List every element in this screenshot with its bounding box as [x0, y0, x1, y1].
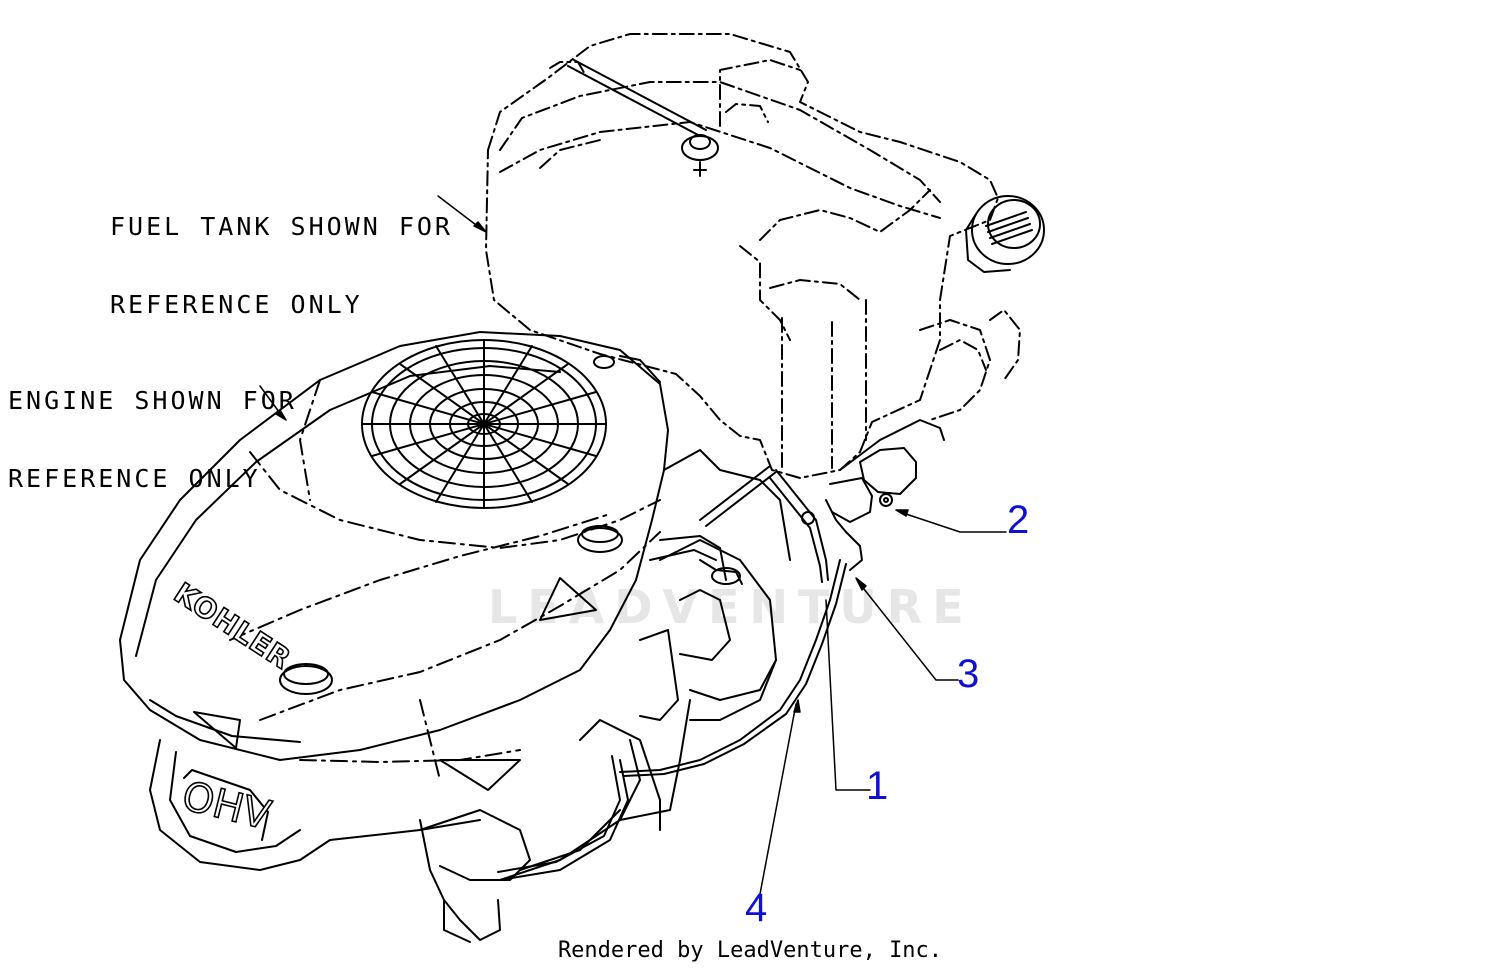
fuel-tank-note-line2: REFERENCE ONLY — [110, 290, 363, 319]
engine-caps-drawing — [193, 355, 623, 791]
fuel-tank-note: FUEL TANK SHOWN FOR REFERENCE ONLY — [110, 162, 453, 370]
engine-note: ENGINE SHOWN FOR REFERENCE ONLY — [8, 336, 297, 544]
fuel-tank-drawing — [485, 33, 1021, 479]
engine-note-line2: REFERENCE ONLY — [8, 464, 261, 493]
leader-lines — [259, 195, 1007, 895]
engine-shroud-drawing — [119, 331, 791, 761]
throttle-cable-drawing — [619, 559, 847, 777]
engine-brand-label: KOHLER — [168, 576, 297, 676]
fuel-gauge-drawing — [567, 59, 719, 177]
choke-rod-drawing — [699, 465, 829, 583]
engine-dashdot-lines — [229, 379, 661, 781]
wiring-harness-drawing — [497, 535, 727, 881]
callout-1: 1 — [866, 764, 889, 808]
fuel-tank-note-line1: FUEL TANK SHOWN FOR — [110, 212, 453, 241]
fuel-cap-drawing — [965, 195, 1045, 273]
fan-grille-drawing — [361, 339, 607, 509]
engine-note-line1: ENGINE SHOWN FOR — [8, 386, 297, 415]
engine-lower-drawing — [149, 539, 777, 943]
callout-3: 3 — [957, 652, 980, 696]
callout-2: 2 — [1007, 498, 1030, 542]
tank-bracket-drawing — [801, 419, 945, 571]
valve-cover-label: OHV — [178, 773, 276, 839]
footer-credit: Rendered by LeadVenture, Inc. — [557, 938, 943, 963]
callout-4: 4 — [745, 886, 768, 930]
